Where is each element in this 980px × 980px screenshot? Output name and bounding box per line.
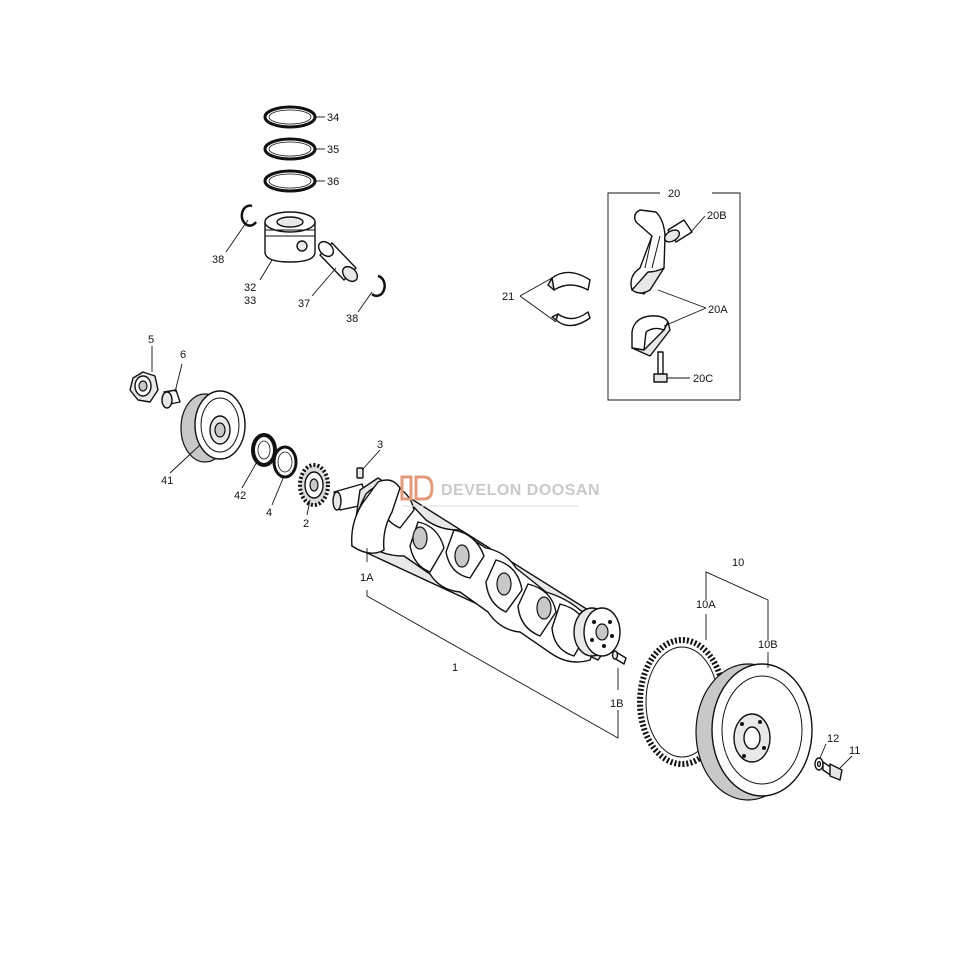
label-33: 33: [244, 295, 256, 307]
watermark: DEVELON DOOSAN: [400, 475, 600, 507]
crankshaft[interactable]: [332, 477, 621, 663]
label-2: 2: [303, 518, 309, 530]
piston-pin[interactable]: [316, 239, 361, 285]
bearing-shell-lower[interactable]: [551, 311, 591, 327]
label-20a: 20A: [708, 304, 728, 316]
label-5: 5: [148, 334, 154, 346]
part-labels: 34 35 36 38 32 33 37 38 20 20B 21 20A 20…: [148, 112, 860, 757]
piston[interactable]: [264, 211, 316, 263]
label-36: 36: [327, 176, 339, 188]
woodruff-key[interactable]: [356, 467, 364, 479]
bearing-shell-upper[interactable]: [547, 271, 591, 291]
label-10: 10: [732, 557, 744, 569]
crankshaft-gear[interactable]: [298, 463, 330, 507]
flywheel-bolt[interactable]: [822, 761, 843, 781]
label-32: 32: [244, 282, 256, 294]
label-41: 41: [161, 475, 173, 487]
piston-ring-34[interactable]: [263, 105, 317, 129]
connecting-rod-group: [519, 192, 741, 401]
label-20: 20: [668, 188, 680, 200]
oil-seal[interactable]: [251, 433, 277, 467]
develon-logo-icon: [400, 475, 434, 501]
small-end-bushing[interactable]: [663, 219, 693, 244]
label-20b: 20B: [707, 210, 727, 222]
dowel-pin[interactable]: [611, 650, 627, 665]
label-21: 21: [502, 291, 514, 303]
flywheel[interactable]: [695, 663, 813, 801]
crank-pulley[interactable]: [180, 390, 246, 463]
label-42: 42: [234, 490, 246, 502]
label-1a: 1A: [360, 572, 374, 584]
label-38-left: 38: [212, 254, 224, 266]
circlip-38-left[interactable]: [240, 204, 258, 227]
label-35: 35: [327, 144, 339, 156]
rod-bolt[interactable]: [653, 351, 668, 383]
label-34: 34: [327, 112, 339, 124]
watermark-text: DEVELON DOOSAN: [441, 482, 600, 499]
label-1b: 1B: [610, 698, 623, 710]
connecting-rod[interactable]: [630, 209, 666, 295]
label-11: 11: [849, 745, 860, 757]
front-end-group: [129, 346, 381, 516]
label-37: 37: [298, 298, 310, 310]
label-20c: 20C: [693, 373, 713, 385]
connecting-rod-cap[interactable]: [631, 315, 671, 357]
label-3: 3: [377, 439, 383, 451]
label-10b: 10B: [758, 639, 778, 651]
spacer[interactable]: [161, 389, 181, 409]
label-1: 1: [452, 662, 458, 674]
label-12: 12: [827, 733, 839, 745]
flywheel-washer[interactable]: [814, 757, 824, 771]
label-4: 4: [266, 507, 272, 519]
piston-ring-36[interactable]: [263, 169, 317, 193]
pulley-nut[interactable]: [129, 371, 159, 403]
piston-assembly: [225, 105, 386, 313]
circlip-38-right[interactable]: [371, 274, 386, 298]
label-38-right: 38: [346, 313, 358, 325]
thrust-washer[interactable]: [272, 445, 298, 479]
label-10a: 10A: [696, 599, 716, 611]
piston-ring-35[interactable]: [263, 137, 317, 161]
flywheel-group: [637, 571, 853, 801]
crankshaft-leaders: [366, 548, 619, 739]
label-6: 6: [180, 349, 186, 361]
